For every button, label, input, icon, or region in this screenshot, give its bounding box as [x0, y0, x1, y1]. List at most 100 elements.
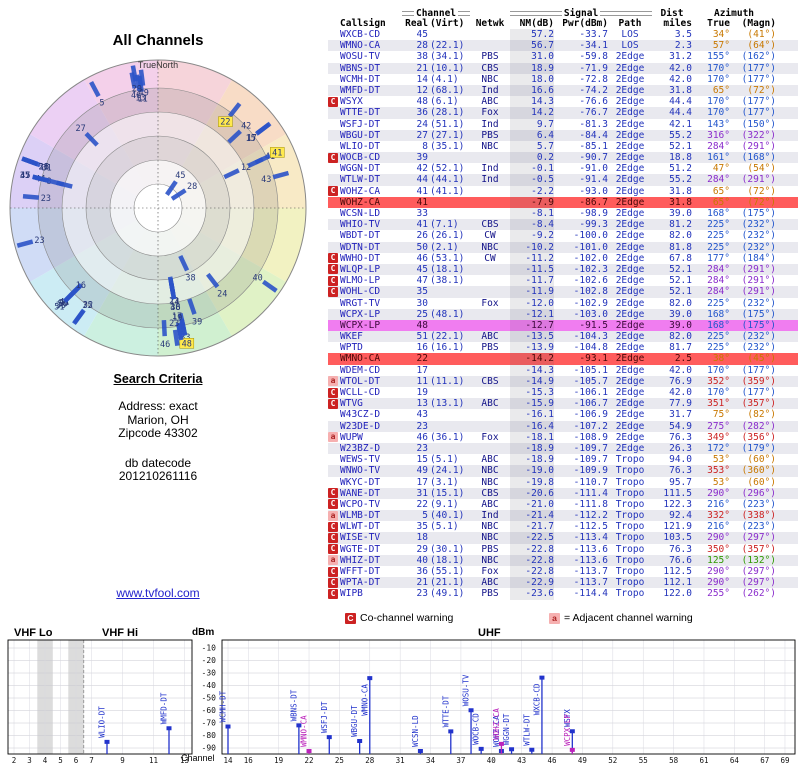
nm-db-cell: -12.7: [510, 319, 554, 332]
station-callsign-label: WCPX-LP: [563, 714, 572, 746]
distance-cell: 55.2: [669, 174, 692, 186]
distance-cell: 112.1: [663, 577, 692, 589]
callsign-cell: WMFD-DT: [340, 84, 381, 96]
virtual-channel-cell: (36.1): [430, 431, 465, 443]
distance-cell: 76.9: [669, 375, 692, 387]
channel-tick-label: 49: [578, 756, 587, 765]
channel-tick-label: 61: [699, 756, 708, 765]
channel-tick-label: 46: [548, 756, 558, 765]
adjacent-channel-marker: a: [328, 376, 338, 387]
callsign-cell: WEWS-TV: [340, 454, 381, 466]
nm-db-cell: -14.9: [510, 375, 554, 388]
azimuth-magn-cell: (72°): [747, 185, 776, 197]
distance-cell: 31.2: [669, 51, 692, 63]
network-cell: [470, 197, 510, 208]
radar-channel-label: 30: [56, 301, 66, 311]
search-city: Marion, OH: [127, 412, 189, 427]
azimuth-magn-cell: (291°): [741, 263, 776, 275]
real-channel-cell: 41: [416, 185, 428, 197]
azimuth-true-cell: 53°: [712, 476, 730, 488]
radar-channel-label: 47: [20, 171, 30, 181]
nm-db-cell: -18.9: [510, 442, 554, 455]
co-channel-marker: C: [328, 577, 338, 588]
azimuth-true-cell: 170°: [707, 96, 730, 108]
distance-cell: 92.4: [669, 510, 692, 522]
callsign-cell: WKEF: [340, 331, 363, 343]
magn-header: (Magn): [741, 18, 776, 29]
real-channel-cell: 36: [416, 107, 428, 119]
station-marker: [448, 729, 454, 734]
virtual-channel-cell: (22.1): [430, 331, 465, 343]
real-channel-cell: 39: [416, 152, 428, 164]
callsign-cell: WISE-TV: [340, 532, 381, 544]
marker-cell: [328, 208, 340, 219]
dist-group-header: Dist: [660, 7, 684, 19]
radar-channel-label: 45: [175, 171, 185, 181]
real-channel-cell: 11: [416, 375, 428, 387]
azimuth-magn-cell: (322°): [741, 129, 776, 141]
virtual-channel-cell: (68.1): [430, 84, 465, 96]
channel-tick-label: 4: [43, 756, 48, 765]
warnings-legend: C Co-channel warning a = Adjacent channe…: [0, 612, 800, 627]
azimuth-true-cell: 155°: [707, 51, 730, 63]
tvfool-link[interactable]: www.tvfool.com: [116, 586, 200, 600]
azimuth-magn-cell: (232°): [741, 297, 776, 309]
marker-cell: [328, 409, 340, 420]
azimuth-true-cell: 316°: [707, 129, 730, 141]
station-marker: [104, 739, 110, 744]
co-channel-marker: C: [328, 488, 338, 499]
co-channel-marker: C: [328, 286, 338, 297]
dbm-tick-label: -50: [202, 694, 217, 703]
vhf-hi-label: VHF Hi: [102, 627, 139, 639]
power-dbm-cell: -106.9: [573, 409, 608, 421]
azimuth-magn-cell: (338°): [741, 510, 776, 522]
azimuth-magn-cell: (45°): [747, 353, 776, 365]
network-cell: Ind: [481, 174, 499, 186]
power-dbm-cell: -102.8: [573, 286, 608, 298]
radar-channel-label: 35: [20, 171, 30, 181]
azimuth-true-cell: 290°: [707, 487, 730, 499]
path-cell: 2Edge: [615, 51, 645, 63]
callsign-cell: WDEM-CD: [340, 364, 381, 376]
network-cell: ABC: [481, 498, 499, 510]
nm-db-cell: -20.6: [510, 487, 554, 499]
channel-tick-label: 7: [89, 756, 94, 765]
network-cell: CW: [484, 252, 496, 264]
path-cell: 2Edge: [615, 353, 645, 365]
nm-db-cell: -9.2: [510, 230, 554, 242]
path-cell: 2Edge: [615, 442, 645, 454]
header-rule: [510, 10, 562, 16]
radar-channel-label: 41: [59, 298, 69, 308]
azimuth-magn-cell: (262°): [741, 588, 776, 600]
radar-channel-label: 38: [185, 274, 195, 284]
nm-db-cell: -11.5: [510, 263, 554, 276]
header-rule: [458, 10, 471, 16]
distance-cell: 31.7: [669, 409, 692, 421]
power-dbm-cell: -86.7: [579, 196, 608, 208]
co-channel-marker: C: [328, 275, 338, 286]
power-dbm-cell: -104.3: [573, 331, 608, 343]
radar-bar: [47, 178, 65, 187]
signal-table: Channel Signal Dist Azimuth Callsign Rea…: [328, 8, 798, 600]
uhf-label: UHF: [478, 627, 501, 639]
path-cell: 2Edge: [615, 62, 645, 74]
station-marker: [357, 739, 363, 743]
distance-cell: 111.5: [663, 487, 692, 499]
azimuth-group-header: Azimuth: [713, 7, 755, 19]
channel-tick-label: 19: [274, 756, 283, 765]
radar-bar: [272, 170, 290, 180]
power-dbm-cell: -105.7: [573, 375, 608, 387]
azimuth-magn-cell: (175°): [741, 319, 776, 331]
station-callsign-label: WTLW-DT: [522, 714, 531, 746]
marker-cell: [328, 477, 340, 488]
nm-db-cell: 6.4: [510, 129, 554, 141]
callsign-cell: WLWT-DT: [340, 521, 381, 533]
azimuth-magn-cell: (232°): [741, 241, 776, 253]
nm-db-cell: 5.7: [510, 140, 554, 153]
path-cell: Tropo: [615, 510, 645, 522]
